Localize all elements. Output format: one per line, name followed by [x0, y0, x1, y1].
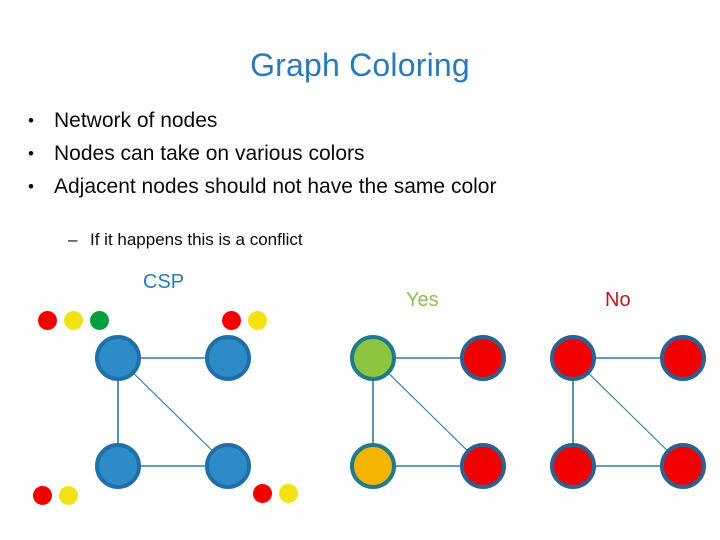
- graph-node-bottom-left[interactable]: [550, 443, 596, 489]
- color-swatch: [64, 311, 83, 330]
- graph-node-bottom-left[interactable]: [95, 443, 141, 489]
- graph-diagram-no: [543, 325, 720, 515]
- color-swatch: [59, 486, 78, 505]
- caption-yes: Yes: [406, 289, 439, 311]
- graph-node-top-left[interactable]: [350, 335, 396, 381]
- graph-svg: [550, 335, 706, 489]
- color-swatch: [33, 486, 52, 505]
- graph-node-top-left[interactable]: [550, 335, 596, 381]
- color-palette-bottom-right: [253, 484, 298, 503]
- sub-bullet-item-conflict: – If it happens this is a conflict: [68, 228, 303, 252]
- bullet-text: Network of nodes: [54, 109, 218, 132]
- color-swatch: [38, 311, 57, 330]
- color-palette-top-left: [38, 311, 109, 330]
- graph-node-bottom-right[interactable]: [205, 443, 251, 489]
- graph-node-top-left[interactable]: [95, 335, 141, 381]
- page-title: Graph Coloring: [250, 47, 470, 83]
- sub-bullet-text: If it happens this is a conflict: [90, 230, 303, 249]
- color-palette-bottom-left: [33, 486, 78, 505]
- graph-svg: [95, 335, 251, 489]
- bullet-glyph-icon: •: [28, 144, 34, 163]
- graph-edge: [117, 357, 229, 467]
- bullet-text: Nodes can take on various colors: [54, 142, 365, 165]
- color-swatch: [90, 311, 109, 330]
- bullet-item-network-of-nodes: • Network of nodes: [28, 105, 688, 136]
- graph-diagram-csp: [88, 325, 288, 515]
- graph-node-bottom-right[interactable]: [660, 443, 706, 489]
- sub-bullet-dash-icon: –: [68, 230, 78, 249]
- bullet-item-adjacent-nodes: • Adjacent nodes should not have the sam…: [28, 171, 688, 202]
- graph-diagram-yes: [343, 325, 543, 515]
- bullet-text: Adjacent nodes should not have the same …: [54, 175, 497, 198]
- caption-no: No: [605, 289, 631, 311]
- graph-edge: [372, 357, 484, 467]
- graph-node-bottom-left[interactable]: [350, 443, 396, 489]
- graph-node-top-right[interactable]: [660, 335, 706, 381]
- bullet-glyph-icon: •: [28, 111, 34, 130]
- bullet-item-nodes-can-take-colors: • Nodes can take on various colors: [28, 138, 688, 169]
- color-swatch: [253, 484, 272, 503]
- graph-node-top-right[interactable]: [205, 335, 251, 381]
- graph-edge: [572, 357, 684, 467]
- graph-svg: [350, 335, 506, 489]
- color-palette-top-right: [222, 311, 267, 330]
- bullet-list: • Network of nodes • Nodes can take on v…: [28, 105, 688, 204]
- color-swatch: [248, 311, 267, 330]
- color-swatch: [279, 484, 298, 503]
- bullet-glyph-icon: •: [28, 177, 34, 196]
- color-swatch: [222, 311, 241, 330]
- graph-node-top-right[interactable]: [460, 335, 506, 381]
- graph-node-bottom-right[interactable]: [460, 443, 506, 489]
- caption-csp: CSP: [143, 271, 185, 293]
